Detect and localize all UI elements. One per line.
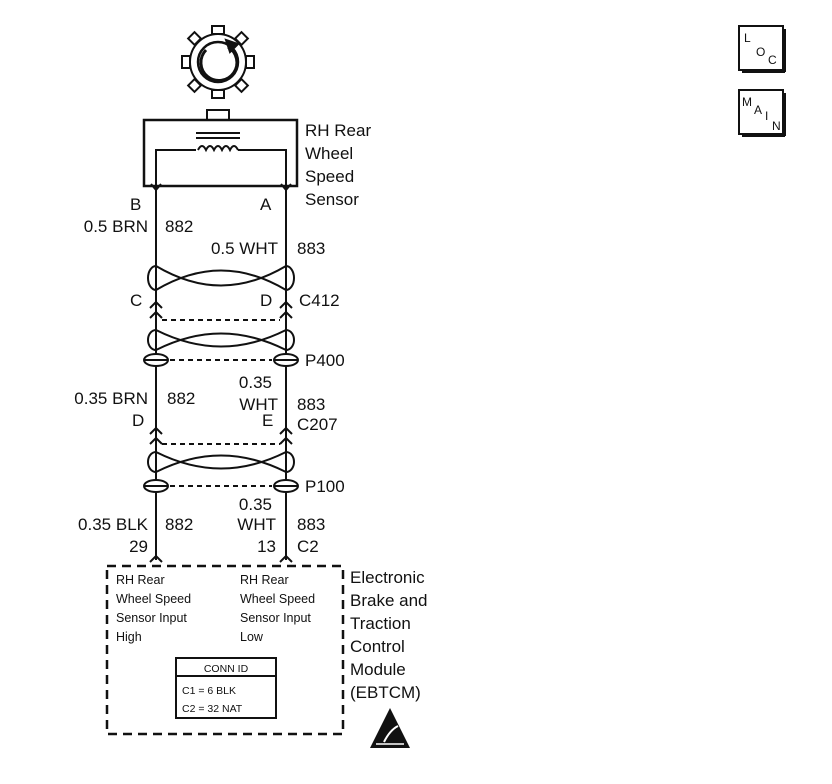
c412-label: C412 (299, 291, 340, 310)
sensor-name-line: Sensor (305, 190, 359, 209)
input-high-line: RH Rear (116, 573, 165, 587)
pass-through-p100 (143, 479, 299, 493)
wire-882-circuit-2: 882 (167, 389, 195, 408)
module-name-line: Traction (350, 614, 411, 633)
main-button-letter: N (772, 119, 781, 133)
c2-pin-29: 29 (129, 537, 148, 556)
connector-c412 (149, 300, 293, 321)
input-low-line: RH Rear (240, 573, 289, 587)
input-high-line: High (116, 630, 142, 644)
loc-button-letter: L (744, 31, 751, 45)
c2-label: C2 (297, 537, 319, 556)
sensor-pin-a: A (260, 195, 272, 214)
input-high-line: Sensor Input (116, 611, 187, 625)
loc-button-letter: C (768, 53, 777, 67)
p100-label: P100 (305, 477, 345, 496)
c412-pin-c: C (130, 291, 142, 310)
wire-883-gauge-3: 0.35 (239, 495, 272, 514)
wire-882-gauge-color: 0.5 BRN (84, 217, 148, 236)
sensor-pin-b: B (130, 195, 141, 214)
input-low-label: RH Rear Wheel Speed Sensor Input Low (240, 573, 315, 644)
connector-c2 (149, 554, 293, 563)
conn-id-row: C2 = 32 NAT (182, 703, 243, 715)
tone-wheel-icon (181, 25, 255, 99)
wire-882-gauge-color-2: 0.35 BRN (74, 389, 148, 408)
twisted-pair-3 (147, 451, 295, 473)
sensor-name-line: Wheel (305, 144, 353, 163)
wire-883-circuit-3: 883 (297, 515, 325, 534)
wire-882-circuit: 882 (165, 217, 193, 236)
wire-883-gauge-color: 0.5 WHT (211, 239, 278, 258)
conn-id-box (175, 657, 277, 719)
input-low-line: Wheel Speed (240, 592, 315, 606)
c2-pin-13: 13 (257, 537, 276, 556)
pass-through-p400 (143, 353, 299, 367)
sensor-terminals (150, 183, 292, 192)
module-name-line: Module (350, 660, 406, 679)
loc-button[interactable]: L O C (738, 25, 786, 73)
main-button-letter: M (742, 95, 752, 109)
loc-button-letter: O (756, 45, 765, 59)
esd-warning-icon (370, 708, 410, 748)
sensor-name-line: Speed (305, 167, 354, 186)
input-high-label: RH Rear Wheel Speed Sensor Input High (116, 573, 191, 644)
input-high-line: Wheel Speed (116, 592, 191, 606)
conn-id-title: CONN ID (204, 663, 249, 675)
main-button[interactable]: M A I N (738, 89, 786, 137)
main-button-letter: A (754, 103, 762, 117)
module-name-line: Electronic (350, 568, 425, 587)
twisted-pair-1 (147, 265, 295, 291)
conn-id-row: C1 = 6 BLK (182, 685, 236, 697)
connector-c207 (149, 426, 293, 445)
wheel-speed-sensor (142, 109, 299, 188)
sensor-name-line: RH Rear (305, 121, 371, 140)
input-low-line: Low (240, 630, 264, 644)
module-name-line: (EBTCM) (350, 683, 421, 702)
twisted-pair-2 (147, 329, 295, 351)
wire-882-gauge-color-3: 0.35 BLK (78, 515, 149, 534)
input-low-line: Sensor Input (240, 611, 311, 625)
c412-pin-d: D (260, 291, 272, 310)
module-name-line: Brake and (350, 591, 428, 610)
c207-label: C207 (297, 415, 338, 434)
main-button-letter: I (765, 109, 768, 123)
wire-883-gauge-2: 0.35 (239, 373, 272, 392)
sensor-name: RH Rear Wheel Speed Sensor (305, 121, 371, 209)
wire-882-circuit-3: 882 (165, 515, 193, 534)
module-name: Electronic Brake and Traction Control Mo… (350, 568, 428, 702)
c207-pin-d: D (132, 411, 144, 430)
c207-pin-e: E (262, 411, 273, 430)
wire-883-color-3: WHT (237, 515, 276, 534)
wire-883-color-2: WHT (239, 395, 278, 414)
wire-883-circuit-2: 883 (297, 395, 325, 414)
p400-label: P400 (305, 351, 345, 370)
wire-883-circuit: 883 (297, 239, 325, 258)
ebtcm-module (105, 564, 345, 736)
module-name-line: Control (350, 637, 405, 656)
